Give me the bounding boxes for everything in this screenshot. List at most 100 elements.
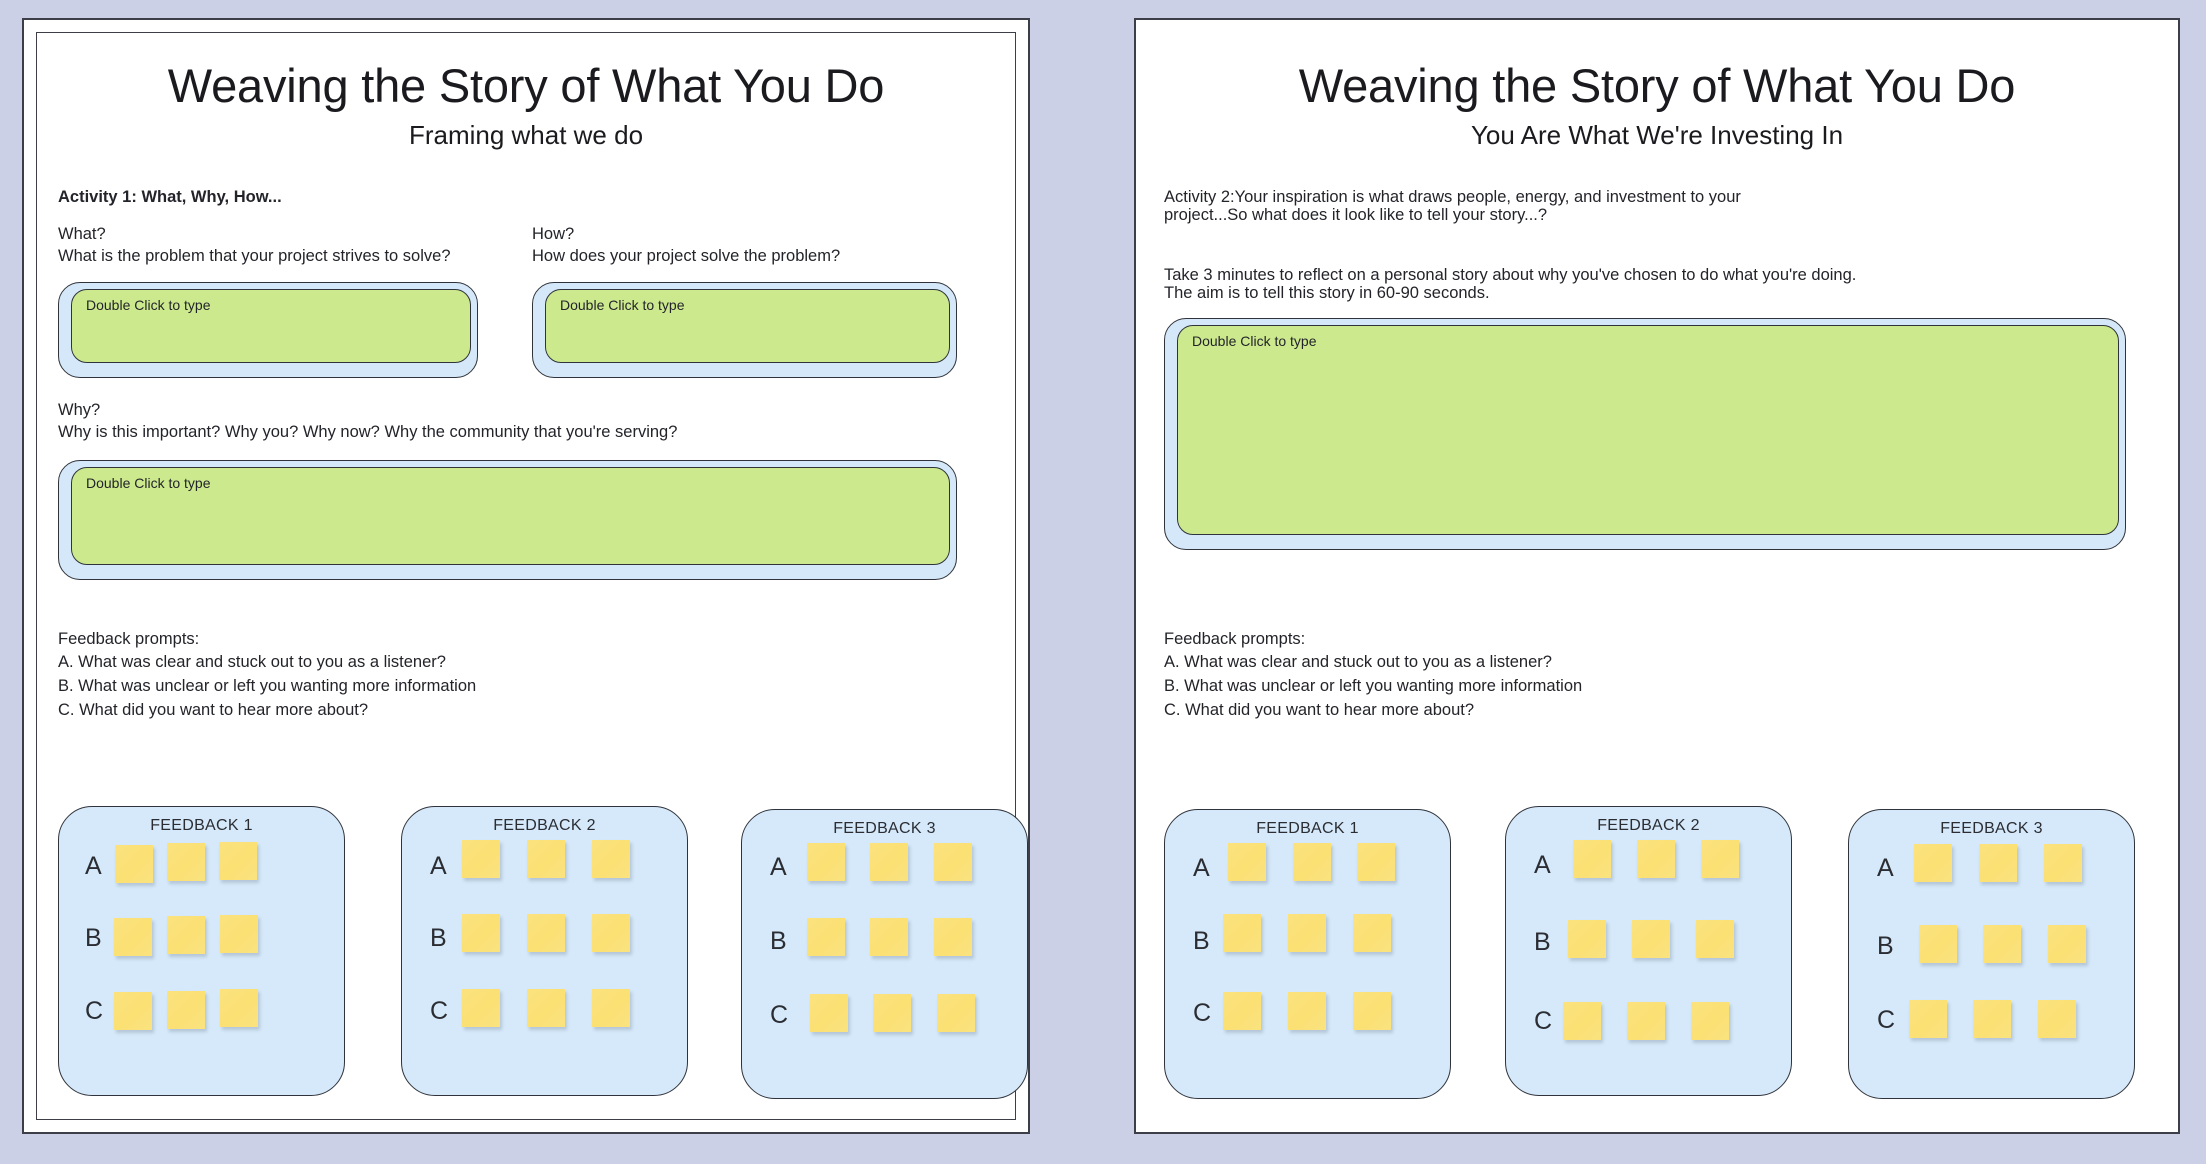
sticky-note[interactable] bbox=[592, 914, 630, 952]
sticky-note[interactable] bbox=[1353, 914, 1391, 952]
why-answer-box[interactable]: Double Click to type bbox=[58, 460, 957, 580]
sticky-note[interactable] bbox=[167, 916, 205, 954]
sticky-note[interactable] bbox=[1632, 920, 1670, 958]
feedback-prompt-b-1: B. What was unclear or left you wanting … bbox=[58, 677, 477, 695]
feedback-row-label-a: A bbox=[1534, 851, 1551, 879]
feedback-row-label-b: B bbox=[1877, 932, 1894, 960]
sticky-note[interactable] bbox=[115, 845, 153, 883]
sticky-note[interactable] bbox=[1568, 920, 1606, 958]
sticky-note[interactable] bbox=[220, 915, 258, 953]
sticky-note[interactable] bbox=[810, 994, 848, 1032]
story-answer-placeholder: Double Click to type bbox=[1192, 333, 1317, 349]
sticky-note[interactable] bbox=[220, 989, 258, 1027]
how-answer-box[interactable]: Double Click to type bbox=[532, 282, 957, 378]
sticky-note[interactable] bbox=[1223, 914, 1261, 952]
what-answer-box[interactable]: Double Click to type bbox=[58, 282, 478, 378]
sticky-note[interactable] bbox=[2044, 844, 2082, 882]
feedback-card-2-2[interactable]: FEEDBACK 2 A B C bbox=[1505, 806, 1792, 1096]
sticky-note[interactable] bbox=[807, 843, 845, 881]
feedback-prompt-b-2: B. What was unclear or left you wanting … bbox=[1164, 677, 1583, 695]
feedback-prompt-c-1: C. What did you want to hear more about? bbox=[58, 701, 369, 719]
sticky-note[interactable] bbox=[1353, 992, 1391, 1030]
activity-1-heading: Activity 1: What, Why, How... bbox=[58, 188, 282, 206]
feedback-row-label-c: C bbox=[430, 997, 449, 1025]
sticky-note[interactable] bbox=[2048, 925, 2086, 963]
feedback-row-label-a: A bbox=[770, 853, 787, 881]
sticky-note[interactable] bbox=[870, 843, 908, 881]
feedback-card-title: FEEDBACK 3 bbox=[1940, 820, 2043, 837]
sticky-note[interactable] bbox=[527, 840, 565, 878]
why-answer-field[interactable]: Double Click to type bbox=[71, 467, 950, 565]
story-answer-box[interactable]: Double Click to type bbox=[1164, 318, 2126, 550]
sticky-note[interactable] bbox=[1983, 925, 2021, 963]
how-answer-field[interactable]: Double Click to type bbox=[545, 289, 950, 363]
feedback-row-label-a: A bbox=[85, 852, 102, 880]
what-answer-placeholder: Double Click to type bbox=[86, 297, 211, 313]
sticky-note[interactable] bbox=[1357, 843, 1395, 881]
feedback-row-label-c: C bbox=[1534, 1007, 1553, 1035]
feedback-row-label-b: B bbox=[430, 924, 447, 952]
sticky-note[interactable] bbox=[1288, 914, 1326, 952]
feedback-card-3-1[interactable]: FEEDBACK 3 A B C bbox=[741, 809, 1028, 1099]
feedback-card-1-2[interactable]: FEEDBACK 1 A B C bbox=[1164, 809, 1451, 1099]
sticky-note[interactable] bbox=[1914, 844, 1952, 882]
what-label: What? bbox=[58, 225, 106, 243]
feedback-card-1-1[interactable]: FEEDBACK 1 A B C bbox=[58, 806, 345, 1096]
feedback-row-label-c: C bbox=[1193, 999, 1212, 1027]
sticky-note[interactable] bbox=[934, 918, 972, 956]
what-answer-field[interactable]: Double Click to type bbox=[71, 289, 471, 363]
sticky-note[interactable] bbox=[1701, 840, 1739, 878]
sticky-note[interactable] bbox=[1973, 1000, 2011, 1038]
sticky-note[interactable] bbox=[937, 994, 975, 1032]
story-answer-field[interactable]: Double Click to type bbox=[1177, 325, 2119, 535]
sticky-note[interactable] bbox=[1637, 840, 1675, 878]
feedback-prompt-a-2: A. What was clear and stuck out to you a… bbox=[1164, 653, 1552, 671]
sticky-note[interactable] bbox=[462, 914, 500, 952]
sticky-note[interactable] bbox=[1223, 992, 1261, 1030]
sticky-note[interactable] bbox=[1288, 992, 1326, 1030]
feedback-row-label-c: C bbox=[770, 1001, 789, 1029]
sticky-note[interactable] bbox=[462, 989, 500, 1027]
sticky-note[interactable] bbox=[592, 840, 630, 878]
sticky-note[interactable] bbox=[219, 842, 257, 880]
sticky-note[interactable] bbox=[1919, 925, 1957, 963]
sticky-note[interactable] bbox=[807, 918, 845, 956]
sticky-note[interactable] bbox=[167, 991, 205, 1029]
slide-1-inner-frame bbox=[36, 32, 1016, 1120]
sticky-note[interactable] bbox=[1979, 844, 2017, 882]
sticky-note[interactable] bbox=[1293, 843, 1331, 881]
feedback-row-label-b: B bbox=[770, 927, 787, 955]
sticky-note[interactable] bbox=[1909, 1000, 1947, 1038]
feedback-card-title: FEEDBACK 1 bbox=[150, 817, 253, 834]
feedback-prompts-heading-2: Feedback prompts: bbox=[1164, 630, 1306, 648]
how-question: How does your project solve the problem? bbox=[532, 247, 841, 265]
sticky-note[interactable] bbox=[1228, 843, 1266, 881]
feedback-card-title: FEEDBACK 2 bbox=[1597, 817, 1700, 834]
feedback-card-2-1[interactable]: FEEDBACK 2 A B C bbox=[401, 806, 688, 1096]
sticky-note[interactable] bbox=[873, 994, 911, 1032]
sticky-note[interactable] bbox=[167, 843, 205, 881]
slide-panel-2[interactable]: Weaving the Story of What You Do You Are… bbox=[1134, 18, 2180, 1134]
sticky-note[interactable] bbox=[1563, 1002, 1601, 1040]
sticky-note[interactable] bbox=[1627, 1002, 1665, 1040]
slide-1-title: Weaving the Story of What You Do bbox=[167, 59, 885, 112]
sticky-note[interactable] bbox=[527, 914, 565, 952]
sticky-note[interactable] bbox=[1696, 920, 1734, 958]
how-answer-placeholder: Double Click to type bbox=[560, 297, 685, 313]
sticky-note[interactable] bbox=[934, 843, 972, 881]
sticky-note[interactable] bbox=[462, 840, 500, 878]
feedback-prompt-a-1: A. What was clear and stuck out to you a… bbox=[58, 653, 446, 671]
sticky-note[interactable] bbox=[592, 989, 630, 1027]
sticky-note[interactable] bbox=[114, 992, 152, 1030]
feedback-card-title: FEEDBACK 2 bbox=[493, 817, 596, 834]
sticky-note[interactable] bbox=[114, 918, 152, 956]
sticky-note[interactable] bbox=[1691, 1002, 1729, 1040]
sticky-note[interactable] bbox=[1573, 840, 1611, 878]
sticky-note[interactable] bbox=[527, 989, 565, 1027]
sticky-note[interactable] bbox=[870, 918, 908, 956]
sticky-note[interactable] bbox=[2038, 1000, 2076, 1038]
feedback-card-3-2[interactable]: FEEDBACK 3 A B C bbox=[1848, 809, 2135, 1099]
slide-2-subtitle: You Are What We're Investing In bbox=[1470, 120, 1844, 150]
slide-panel-1[interactable]: Weaving the Story of What You Do Framing… bbox=[22, 18, 1030, 1134]
